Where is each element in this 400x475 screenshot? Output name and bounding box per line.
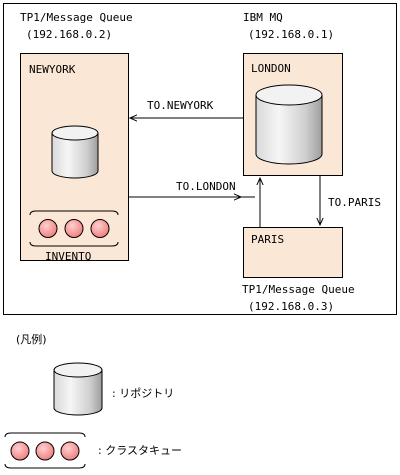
- paris-box: [243, 227, 343, 278]
- cluster-queue-inventq: [29, 210, 119, 247]
- ibm-mq-product: IBM MQ: [243, 11, 283, 24]
- node-newyork-label: NEWYORK: [29, 63, 76, 76]
- legend-cluster-queue-label: : クラスタキュー: [98, 444, 182, 457]
- legend-title: (凡例): [16, 333, 47, 346]
- legend-repository-icon: [53, 362, 103, 416]
- tp1-bottom-ip: (192.168.0.3): [248, 300, 335, 313]
- ibm-mq-ip: (192.168.0.1): [248, 28, 335, 41]
- node-paris-label: PARIS: [251, 233, 285, 246]
- channel-to-newyork-label: TO.NEWYORK: [147, 99, 214, 112]
- repository-cylinder-newyork: [51, 125, 99, 179]
- outer-frame: [3, 3, 397, 315]
- channel-to-london-label: TO.LONDON: [176, 180, 236, 193]
- channel-to-paris-label: TO.PARIS: [328, 196, 381, 209]
- node-london-label: LONDON: [251, 62, 291, 75]
- repository-cylinder-london: [255, 84, 323, 165]
- legend-cluster-queue-icon: [4, 432, 86, 469]
- queue-inventq-label: INVENTQ: [45, 250, 92, 263]
- tp1-top-product: TP1/Message Queue: [20, 11, 133, 24]
- tp1-bottom-product: TP1/Message Queue: [242, 283, 355, 296]
- legend-repository-label: : リポジトリ: [112, 387, 175, 400]
- tp1-top-ip: (192.168.0.2): [26, 28, 113, 41]
